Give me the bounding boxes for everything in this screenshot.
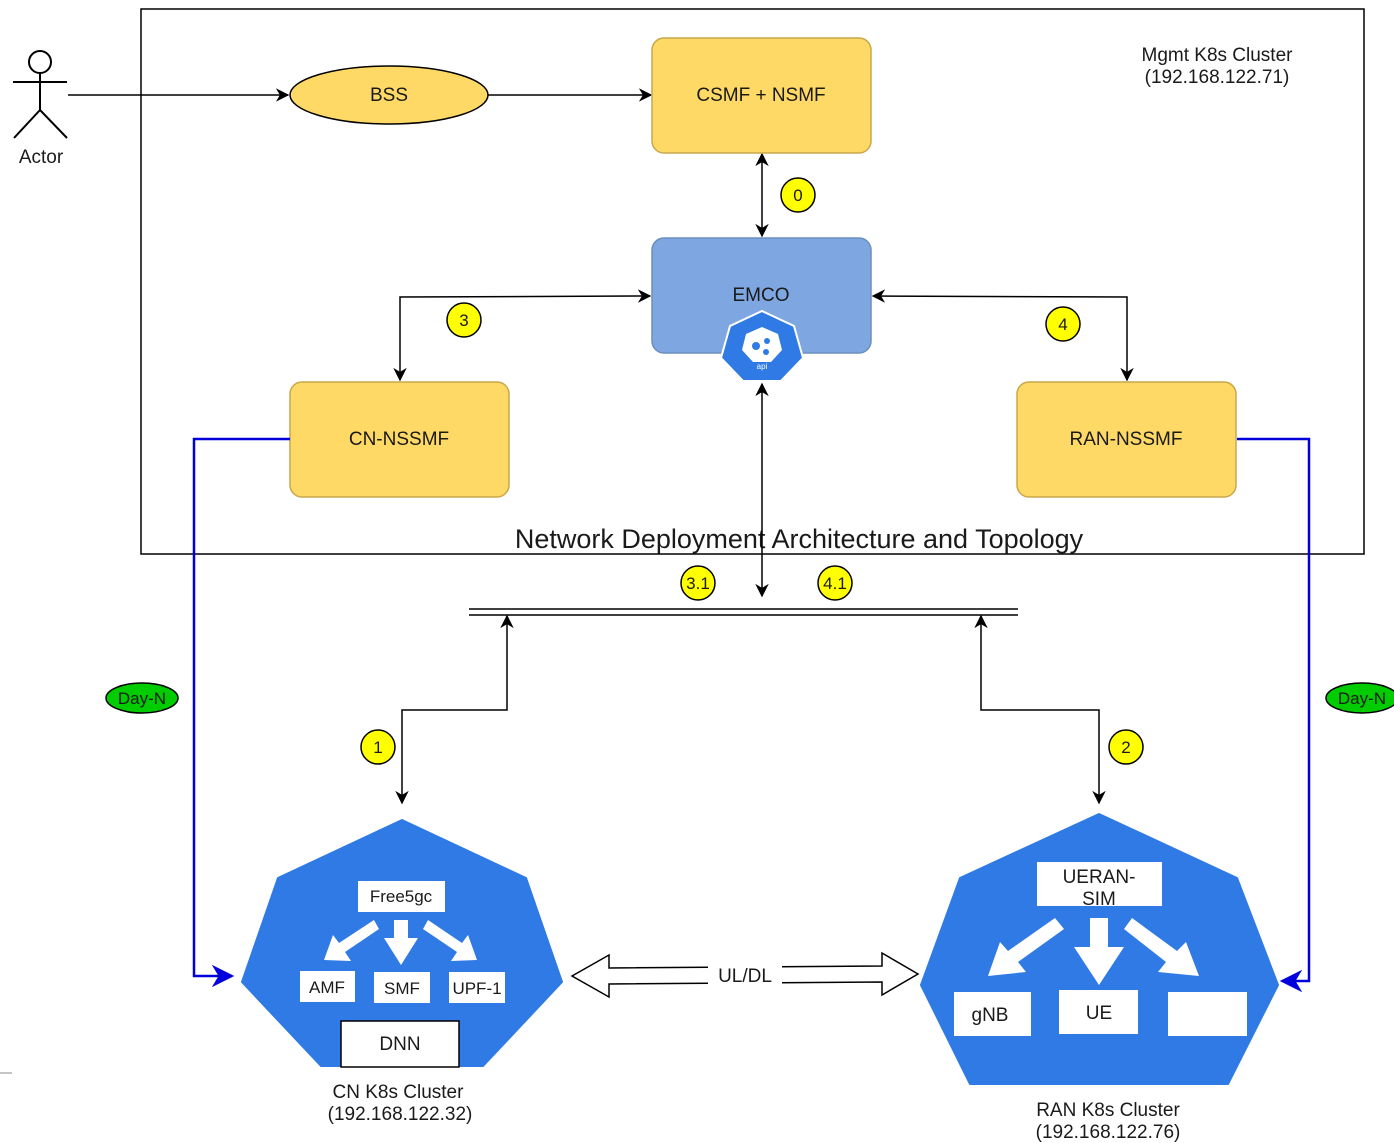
step-badge-4-1: 4.1: [817, 565, 853, 601]
cn-fan-arrows: [324, 920, 477, 965]
svg-text:4: 4: [1058, 315, 1067, 334]
ul-dl-link: UL/DL: [570, 951, 920, 999]
csmf-nsmf-label: CSMF + NSMF: [696, 85, 825, 106]
ue-box: [1059, 990, 1138, 1034]
csmf-nsmf-node[interactable]: [651, 37, 872, 154]
mgmt-cluster-name: Mgmt K8s Cluster: [1142, 45, 1294, 66]
ran-cluster-name: RAN K8s Cluster: [1036, 1100, 1180, 1121]
ran-k8s-cluster[interactable]: UERAN- SIM gNB UE: [920, 813, 1279, 1085]
free5gc-box: [358, 881, 445, 912]
svg-text:Day-N: Day-N: [1338, 689, 1386, 708]
mgmt-cluster-frame: [140, 8, 1365, 555]
ran-cluster-ip: (192.168.122.76): [1036, 1122, 1181, 1143]
svg-text:Day-N: Day-N: [118, 689, 166, 708]
ran-fan-arrows: [988, 918, 1199, 985]
ran-nssmf-label: RAN-NSSMF: [1070, 429, 1183, 450]
ran-day-n-line: [1237, 437, 1311, 993]
svg-text:4.1: 4.1: [823, 574, 847, 593]
svg-text:3.1: 3.1: [686, 574, 710, 593]
amf-box: [300, 971, 355, 1002]
step-badge-1: 1: [360, 729, 396, 765]
day-n-badge-right: Day-N: [1325, 682, 1394, 714]
bus-cn-arrow: [395, 614, 514, 805]
cn-day-n-line: [192, 437, 290, 988]
emco-label: EMCO: [733, 285, 790, 306]
dnn-box: [340, 1020, 460, 1068]
day-n-badge-left: Day-N: [105, 682, 179, 714]
step-badge-0: 0: [780, 177, 816, 213]
mgmt-cluster-ip: (192.168.122.71): [1145, 67, 1290, 88]
bss-node[interactable]: [289, 65, 489, 125]
gnb-label: gNB: [972, 1005, 1009, 1026]
k8s-api-icon-text: api: [757, 362, 768, 371]
step-badge-3: 3: [446, 302, 482, 338]
svg-text:3: 3: [459, 311, 468, 330]
upf-label: UPF-1: [452, 979, 501, 998]
smf-label: SMF: [384, 979, 420, 998]
bus-ran-arrow: [974, 614, 1106, 805]
emco-cn-nssmf-arrow: [393, 289, 652, 382]
ueransim-label-2: SIM: [1082, 889, 1116, 910]
svg-text:2: 2: [1121, 738, 1130, 757]
step-badge-2: 2: [1108, 729, 1144, 765]
ueransim-label-1: UERAN-: [1063, 867, 1136, 888]
cn-nssmf-label: CN-NSSMF: [349, 429, 449, 450]
frame-title: Network Deployment Architecture and Topo…: [515, 524, 1084, 554]
dnn-label: DNN: [379, 1034, 420, 1055]
smf-box: [374, 972, 430, 1003]
bss-label: BSS: [370, 85, 408, 106]
emco-ran-nssmf-arrow: [871, 289, 1134, 382]
ul-dl-label: UL/DL: [718, 966, 772, 987]
step-badge-4: 4: [1045, 306, 1081, 342]
svg-text:0: 0: [793, 186, 802, 205]
ran-nssmf-node[interactable]: [1016, 381, 1237, 498]
cn-cluster-ip: (192.168.122.32): [328, 1104, 473, 1125]
svg-text:1: 1: [373, 738, 382, 757]
free5gc-label: Free5gc: [370, 887, 433, 906]
ue-label: UE: [1086, 1003, 1112, 1024]
upf-box: [449, 972, 505, 1003]
amf-label: AMF: [309, 978, 345, 997]
cn-k8s-cluster[interactable]: Free5gc AMF SMF UPF-1 DNN: [241, 819, 563, 1068]
actor-label: Actor: [19, 147, 64, 168]
ueransim-box: [1037, 862, 1162, 906]
k8s-api-icon: api: [719, 309, 805, 382]
actor-figure: [13, 50, 68, 139]
cn-cluster-name: CN K8s Cluster: [333, 1082, 465, 1103]
step-badge-3-1: 3.1: [680, 565, 716, 601]
gnb-box: [954, 992, 1031, 1036]
empty-ran-box: [1168, 992, 1247, 1036]
